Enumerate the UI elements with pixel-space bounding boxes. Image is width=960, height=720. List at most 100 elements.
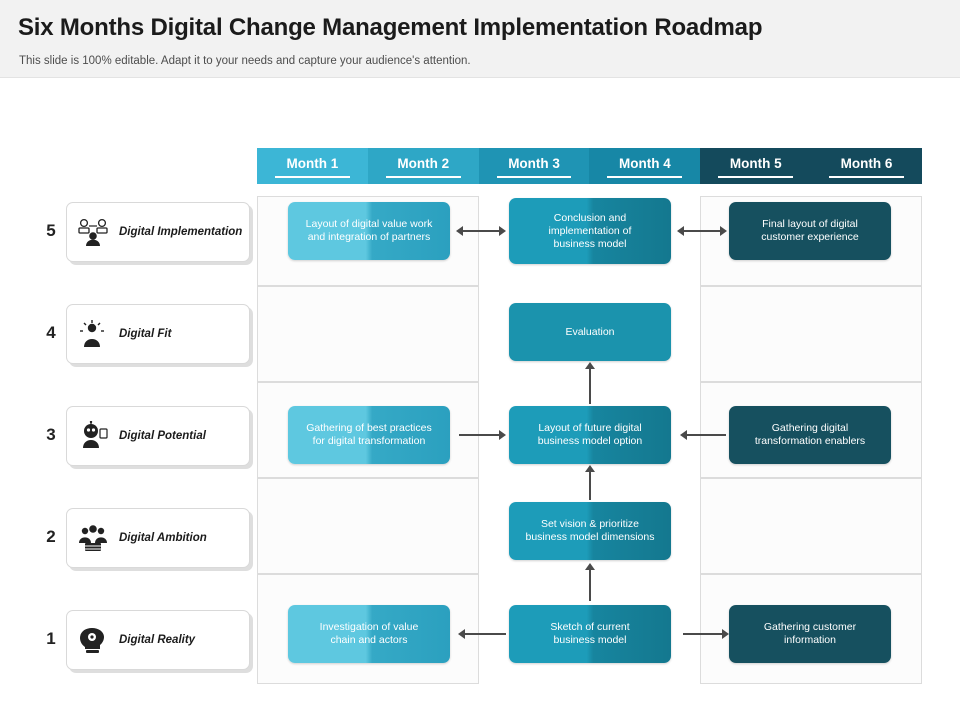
arrow-line-r5-a bbox=[459, 230, 500, 232]
stage-number-2: 2 bbox=[46, 527, 56, 546]
task-line-2: for digital transformation bbox=[312, 435, 426, 447]
month-label-1: Month 1 bbox=[286, 156, 339, 171]
month-cell-5[interactable]: Month 5 bbox=[700, 148, 812, 184]
task-text-investigation-value-chain: Investigation of value chain and actors bbox=[320, 621, 419, 647]
task-line-2: transformation enablers bbox=[754, 435, 866, 447]
task-line-2: and integration of partners bbox=[307, 231, 431, 243]
task-line-2: chain and actors bbox=[330, 634, 408, 646]
task-text-gathering-enablers: Gathering digital transformation enabler… bbox=[755, 422, 865, 448]
stage-label-2: Digital Ambition bbox=[119, 531, 207, 545]
head-gear-icon bbox=[67, 610, 119, 670]
person-idea-icon bbox=[67, 304, 119, 364]
arrow-head-r5-b-left bbox=[677, 226, 684, 236]
month-label-5: Month 5 bbox=[729, 156, 782, 171]
page-subtitle: This slide is 100% editable. Adapt it to… bbox=[19, 55, 471, 67]
arrow-line-r5-b bbox=[680, 230, 721, 232]
stage-row-5[interactable]: 5 Digital Implementation bbox=[40, 202, 250, 262]
task-line-1: Set vision & prioritize bbox=[540, 518, 640, 530]
month-label-3: Month 3 bbox=[508, 156, 560, 171]
stage-label-4: Digital Fit bbox=[119, 327, 171, 341]
task-line-1: Evaluation bbox=[565, 325, 615, 338]
arrow-line-r3-up bbox=[589, 470, 591, 500]
arrow-line-r3-b bbox=[683, 434, 726, 436]
stage-row-3[interactable]: 3 Digital Potential bbox=[40, 406, 250, 466]
stage-label-1-line2: Reality bbox=[157, 634, 196, 646]
team-group-icon bbox=[67, 508, 119, 568]
task-text-layout-digital-value: Layout of digital value work and integra… bbox=[306, 218, 433, 244]
task-line-1: Gathering of best practices bbox=[306, 422, 432, 434]
month-label-2: Month 2 bbox=[397, 156, 450, 171]
stage-number-1: 1 bbox=[46, 629, 56, 648]
month-underline-2 bbox=[385, 176, 461, 178]
task-box-conclusion-implementation[interactable]: Conclusion and implementation of busines… bbox=[509, 198, 671, 264]
stage-label-3-line1: Digital bbox=[119, 430, 155, 442]
stage-label-5: Digital Implementation bbox=[119, 225, 242, 239]
task-box-investigation-value-chain[interactable]: Investigation of value chain and actors bbox=[288, 605, 450, 663]
stage-label-5-line1: Digital bbox=[119, 226, 155, 238]
task-box-evaluation[interactable]: Evaluation bbox=[509, 303, 671, 361]
task-text-layout-future-model: Layout of future digital business model … bbox=[538, 422, 642, 448]
month-underline-1 bbox=[275, 176, 350, 178]
task-box-gathering-enablers[interactable]: Gathering digital transformation enabler… bbox=[729, 406, 891, 464]
task-box-gathering-best-practices[interactable]: Gathering of best practices for digital … bbox=[288, 406, 450, 464]
arrow-head-r1-b bbox=[722, 629, 729, 639]
task-text-sketch-current-model: Sketch of current business model bbox=[550, 621, 629, 647]
task-box-final-layout-customer[interactable]: Final layout of digital customer experie… bbox=[729, 202, 891, 260]
task-box-layout-future-model[interactable]: Layout of future digital business model … bbox=[509, 406, 671, 464]
task-line-2: business model option bbox=[537, 435, 643, 447]
stage-row-1[interactable]: 1 Digital Reality bbox=[40, 610, 250, 670]
task-text-gathering-customer-info: Gathering customer information bbox=[764, 621, 856, 647]
arrow-line-r1-a bbox=[462, 633, 506, 635]
month-underline-5 bbox=[718, 176, 794, 178]
panel-row4-col56 bbox=[700, 286, 922, 382]
task-box-layout-digital-value[interactable]: Layout of digital value work and integra… bbox=[288, 202, 450, 260]
task-line-1: Gathering customer bbox=[763, 621, 857, 633]
task-text-evaluation: Evaluation bbox=[565, 326, 614, 339]
task-line-3: business model bbox=[553, 237, 627, 250]
task-line-1: Conclusion and bbox=[553, 211, 627, 224]
stage-card-1[interactable]: Digital Reality bbox=[66, 610, 250, 670]
stage-label-4-line2: Fit bbox=[157, 328, 172, 340]
task-line-2: implementation of bbox=[548, 224, 632, 237]
month-cell-2[interactable]: Month 2 bbox=[367, 148, 479, 184]
stage-label-1-line1: Digital bbox=[119, 634, 155, 646]
month-cell-3[interactable]: Month 3 bbox=[478, 148, 590, 184]
month-cell-6[interactable]: Month 6 bbox=[811, 148, 922, 184]
month-cell-4[interactable]: Month 4 bbox=[589, 148, 701, 184]
arrow-head-r3-b bbox=[680, 430, 687, 440]
arrow-head-r3-up bbox=[585, 465, 595, 472]
task-box-sketch-current-model[interactable]: Sketch of current business model bbox=[509, 605, 671, 663]
arrow-head-r5-a-left bbox=[456, 226, 463, 236]
arrow-line-r1-up bbox=[589, 568, 591, 601]
roadmap-canvas: Month 1 Month 2 Month 3 Month 4 Month 5 … bbox=[0, 78, 960, 720]
task-box-set-vision[interactable]: Set vision & prioritize business model d… bbox=[509, 502, 671, 560]
task-line-1: Layout of digital value work bbox=[305, 218, 433, 230]
arrow-line-r1-b bbox=[683, 633, 726, 635]
task-text-set-vision: Set vision & prioritize business model d… bbox=[526, 518, 655, 544]
task-text-gathering-best-practices: Gathering of best practices for digital … bbox=[306, 422, 431, 448]
robot-head-icon bbox=[67, 406, 119, 466]
arrow-head-r4-up bbox=[585, 362, 595, 369]
task-box-gathering-customer-info[interactable]: Gathering customer information bbox=[729, 605, 891, 663]
arrow-line-r4-up bbox=[589, 368, 591, 404]
stage-card-5[interactable]: Digital Implementation bbox=[66, 202, 250, 262]
task-line-2: business model bbox=[553, 634, 627, 646]
month-underline-6 bbox=[829, 176, 904, 178]
stage-row-2[interactable]: 2 Digital Ambition bbox=[40, 508, 250, 568]
arrow-head-r5-a-right bbox=[499, 226, 506, 236]
stage-row-4[interactable]: 4 Digital Fit bbox=[40, 304, 250, 364]
task-line-2: business model dimensions bbox=[525, 531, 655, 543]
stage-label-2-line2: Ambition bbox=[156, 532, 207, 544]
month-cell-1[interactable]: Month 1 bbox=[257, 148, 368, 184]
page-title: Six Months Digital Change Management Imp… bbox=[18, 14, 763, 41]
stage-card-2[interactable]: Digital Ambition bbox=[66, 508, 250, 568]
month-label-6: Month 6 bbox=[840, 156, 893, 171]
stage-card-4[interactable]: Digital Fit bbox=[66, 304, 250, 364]
stage-label-3-line2: Potential bbox=[157, 430, 206, 442]
panel-row4-col12 bbox=[257, 286, 479, 382]
stage-card-3[interactable]: Digital Potential bbox=[66, 406, 250, 466]
panel-row2-col56 bbox=[700, 478, 922, 574]
task-line-1: Layout of future digital bbox=[538, 422, 642, 434]
arrow-head-r3-a bbox=[499, 430, 506, 440]
task-line-2: customer experience bbox=[761, 231, 859, 243]
